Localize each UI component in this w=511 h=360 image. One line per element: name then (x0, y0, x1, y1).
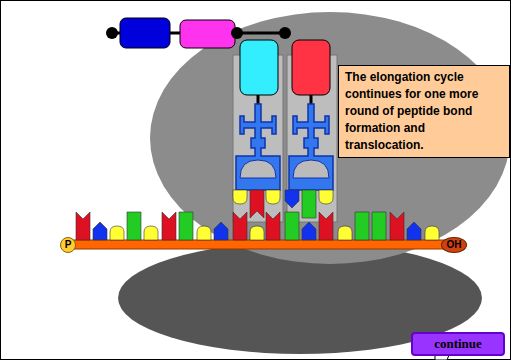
amino-acid (120, 18, 170, 48)
nucleotide-base (250, 226, 264, 240)
chain-end (106, 27, 118, 39)
amino-link (310, 95, 313, 104)
nucleotide-base (197, 226, 211, 240)
continue-button: continue (411, 332, 505, 356)
nucleotide-base (233, 190, 247, 204)
amino-acid (240, 40, 278, 95)
amino-acid (180, 20, 235, 48)
nucleotide-base (302, 190, 316, 218)
nucleotide-base (233, 212, 247, 240)
nucleotide-base (355, 212, 369, 240)
trna-body (236, 104, 280, 190)
nucleotide-base (250, 190, 264, 218)
nucleotide-base (179, 212, 193, 240)
nucleotide-base (110, 226, 124, 240)
nucleotide-base (390, 212, 404, 240)
nucleotide-base (285, 212, 299, 240)
nucleotide-base (319, 190, 333, 204)
nucleotide-base (76, 212, 90, 240)
hydroxyl-end: OH (441, 237, 467, 253)
phosphate-end: P (60, 237, 76, 253)
bond-dot (231, 27, 243, 39)
nucleotide-base (372, 212, 386, 240)
nucleotide-base (93, 222, 107, 240)
node-text: The elongation cycle continues for one m… (345, 69, 503, 154)
nucleotide-base (214, 222, 228, 240)
node-text: OH (447, 239, 462, 251)
nucleotide-base (319, 212, 333, 240)
node-text: P (65, 239, 72, 251)
nucleotide-base (144, 226, 158, 240)
nucleotide-base (162, 212, 176, 240)
peptide-chain (106, 18, 330, 95)
anticodon-loop (240, 160, 276, 178)
base-group (76, 212, 439, 240)
amino-acid (292, 40, 330, 95)
nucleotide-base (302, 222, 316, 240)
bond-dot (279, 27, 291, 39)
mrna-strand (66, 240, 448, 249)
nucleotide-base (407, 222, 421, 240)
trna-body (289, 104, 333, 190)
nucleotide-base (285, 190, 299, 208)
amino-link (257, 95, 260, 104)
nucleotide-base (266, 212, 280, 240)
nucleotide-base (127, 212, 141, 240)
node-text: continue (434, 336, 482, 352)
caption-box: The elongation cycle continues for one m… (338, 65, 510, 158)
anticodon-loop (293, 160, 329, 178)
nucleotide-base (425, 226, 439, 240)
nucleotide-base (338, 226, 352, 240)
large-subunit (150, 12, 510, 264)
nucleotide-base (266, 190, 280, 204)
